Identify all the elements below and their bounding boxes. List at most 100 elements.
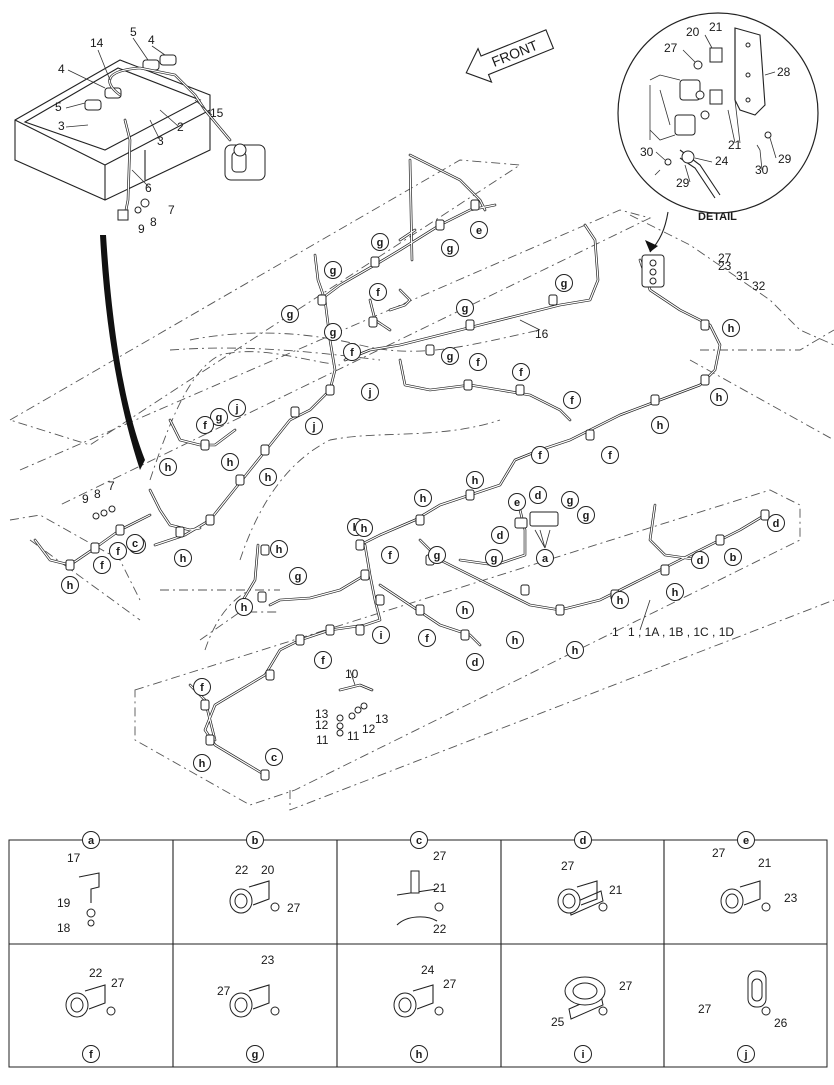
legend-panel-letter: g	[252, 1049, 259, 1061]
terminal-cap-4	[159, 54, 177, 66]
legend-part-label: 21	[609, 883, 623, 897]
letter-tag-text: h	[276, 544, 283, 556]
harness-clip	[375, 594, 385, 606]
letter-tag-h: h	[270, 540, 288, 558]
letter-tag-text: g	[287, 309, 294, 321]
letter-tag-text: j	[311, 421, 315, 433]
letter-tag-text: g	[567, 495, 574, 507]
callout-12: 12	[315, 718, 329, 732]
clip-markers	[65, 199, 770, 781]
legend-panel-letter: i	[581, 1049, 584, 1061]
harness-clip	[760, 509, 770, 521]
letter-tag-f: f	[193, 678, 211, 696]
harness-clip	[368, 316, 378, 328]
letter-tag-text: h	[180, 553, 187, 565]
callout-10: 10	[345, 667, 359, 681]
harness-clip	[360, 569, 370, 581]
legend-part-label: 23	[784, 891, 798, 905]
letter-tag-text: b	[730, 552, 737, 564]
legend-part-label: 27	[712, 846, 726, 860]
letter-tag-text: h	[716, 392, 723, 404]
harness-clip	[290, 406, 300, 418]
leader-lines	[65, 37, 651, 686]
harness-clip	[515, 384, 525, 396]
harness-callout: 1 , 1A , 1B , 1C , 1D	[628, 625, 734, 639]
front-label: FRONT	[489, 37, 540, 70]
harness-clip	[265, 669, 275, 681]
ground-studs	[92, 505, 368, 737]
letter-tag-d: d	[691, 551, 709, 569]
harness-clip	[555, 604, 565, 616]
letter-tag-h: h	[174, 549, 192, 567]
letter-tag-h: h	[611, 591, 629, 609]
letter-tag-h: h	[235, 598, 253, 616]
legend-part-label: 18	[57, 921, 71, 935]
wiring-harness	[33, 153, 767, 777]
letter-tag-text: f	[116, 546, 120, 558]
letter-tag-text: h	[241, 602, 248, 614]
callout-4: 4	[148, 33, 155, 47]
callout-9: 9	[138, 222, 145, 236]
letter-tag-j: j	[361, 383, 379, 401]
harness-clip	[175, 526, 185, 538]
legend-panel-letter: f	[89, 1049, 93, 1061]
callout-14: 14	[90, 36, 104, 50]
letter-tag-f: f	[381, 546, 399, 564]
legend-panel-letter: e	[743, 835, 749, 847]
letter-tag-text: d	[697, 555, 704, 567]
harness-clip	[260, 544, 270, 556]
letter-tag-h: h	[259, 468, 277, 486]
callout-29: 29	[778, 152, 792, 166]
chassis-frame	[8, 159, 834, 811]
letter-tag-f: f	[418, 629, 436, 647]
harness-clip	[65, 559, 75, 571]
letter-tag-h: h	[566, 641, 584, 659]
harness-clip	[205, 734, 215, 746]
letter-tag-h: h	[193, 754, 211, 772]
letter-tag-h: h	[710, 388, 728, 406]
legend-panel-letter: b	[252, 835, 259, 847]
grommet	[681, 150, 695, 164]
callout-8: 8	[150, 215, 157, 229]
callout-11b: 11	[347, 729, 360, 743]
letter-tag-g: g	[456, 299, 474, 317]
harness-clip	[205, 514, 215, 526]
battery-relay	[224, 143, 266, 181]
harness-clip	[115, 524, 125, 536]
harness-clip	[355, 624, 365, 636]
harness-clip	[700, 374, 710, 386]
legend-panel-letter: j	[743, 1049, 747, 1061]
callout-21: 21	[709, 20, 723, 34]
battery-link-arrow	[100, 235, 145, 470]
letter-tag-c: c	[126, 534, 144, 552]
letter-tag-text: g	[491, 553, 498, 565]
callout-8b: 8	[94, 487, 101, 501]
harness-clip	[260, 769, 270, 781]
letter-tag-g: g	[289, 567, 307, 585]
letter-tag-text: g	[583, 510, 590, 522]
letter-tag-text: g	[216, 412, 223, 424]
letter-tag-text: f	[203, 420, 207, 432]
legend-part-label: 25	[551, 1015, 565, 1029]
harness-clip	[548, 294, 558, 306]
harness-clip	[460, 629, 470, 641]
letter-tag-text: g	[561, 278, 568, 290]
legend-part-label: 23	[261, 953, 275, 967]
letter-tag-g: g	[561, 491, 579, 509]
letter-tag-text: g	[330, 327, 337, 339]
letter-tag-f: f	[512, 363, 530, 381]
callout-3b: 3	[157, 134, 164, 148]
connector-upper	[679, 79, 701, 101]
letter-tag-j: j	[228, 399, 246, 417]
connector-lower	[674, 114, 696, 136]
letter-tag-h: h	[466, 471, 484, 489]
harness-clip	[585, 429, 595, 441]
letter-tag-h: h	[506, 631, 524, 649]
callout-29b: 29	[676, 176, 690, 190]
callout-4b: 4	[58, 62, 65, 76]
letter-tag-text: h	[572, 645, 579, 657]
